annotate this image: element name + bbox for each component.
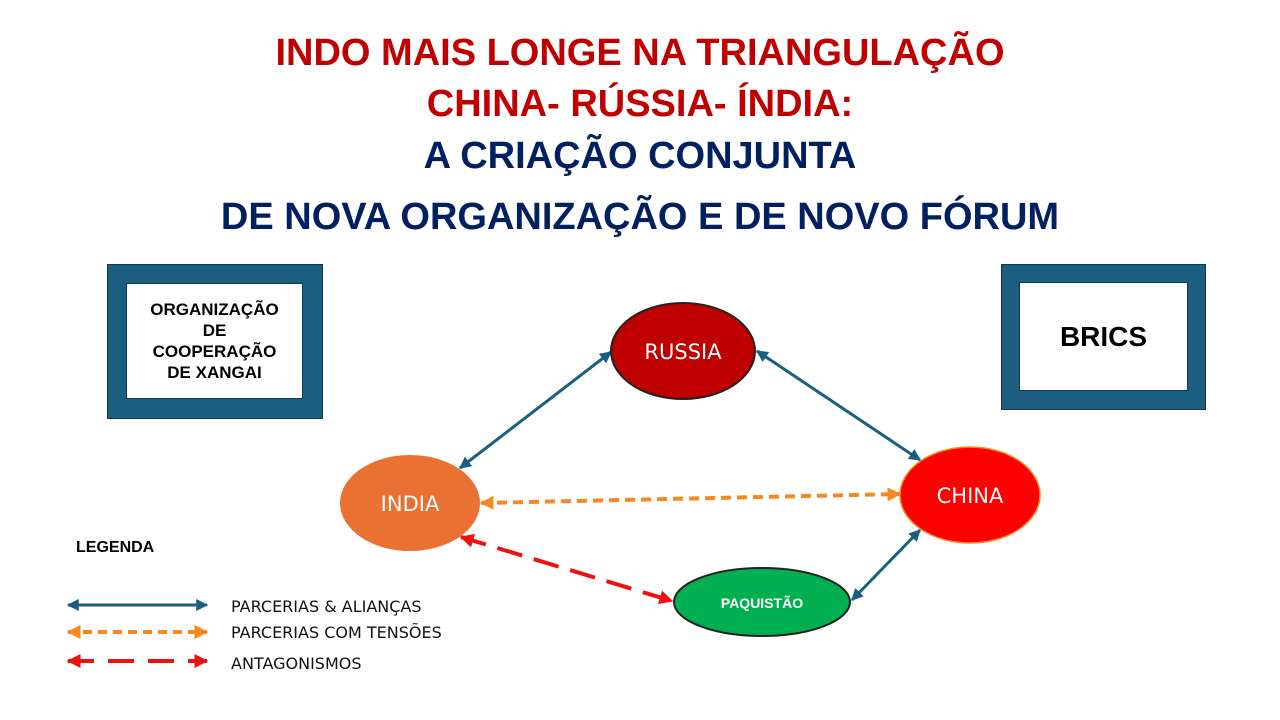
sco-label-line: COOPERAÇÃO [152,342,277,361]
edge-india-russia [459,350,612,470]
edge-india-pakistan [459,533,674,605]
node-russia-label: RUSSIA [644,340,722,364]
title-line-3: A CRIAÇÃO CONJUNTA [423,135,857,177]
legend-label-antagonisms: ANTAGONISMOS [231,654,362,673]
sco-label: ORGANIZAÇÃO DE COOPERAÇÃO DE XANGAI [126,283,303,399]
node-russia: RUSSIA [610,302,756,400]
legend-label-alliances: PARCERIAS & ALIANÇAS [231,597,422,616]
edge-russia-china [756,349,921,462]
node-india-label: INDIA [381,492,440,516]
edge-pakistan-china [850,528,922,602]
node-pakistan-label: PAQUISTÃO [721,594,803,611]
title-line-1: INDO MAIS LONGE NA TRIANGULAÇÃO [275,32,1005,74]
legend-label-tensions: PARCERIAS COM TENSÕES [231,623,442,642]
title-line-4: DE NOVA ORGANIZAÇÃO E DE NOVO FÓRUM [220,196,1060,238]
node-india: INDIA [340,455,480,551]
edge-india-china [479,487,902,510]
node-pakistan: PAQUISTÃO [673,567,851,637]
legend-title: LEGENDA [76,539,155,556]
sco-label-line: DE [202,321,227,340]
brics-label: BRICS [1019,282,1188,391]
node-china: CHINA [899,446,1041,544]
sco-label-line: ORGANIZAÇÃO [150,300,279,319]
node-china-label: CHINA [937,484,1004,508]
sco-label-line: DE XANGAI [167,363,262,382]
title-line-2: CHINA- RÚSSIA- ÍNDIA: [426,83,854,125]
